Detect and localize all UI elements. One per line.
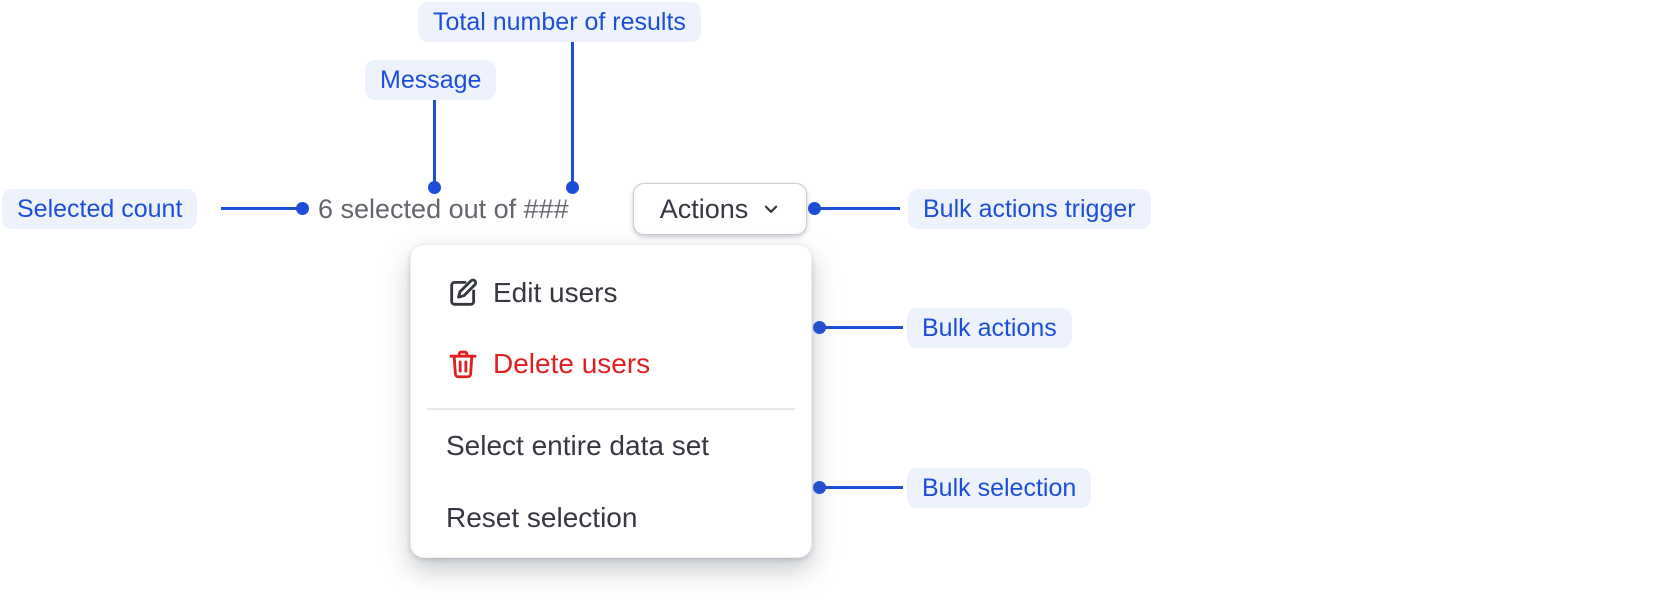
annotation-message: Message [365, 60, 497, 100]
menu-item-reset-selection[interactable]: Reset selection [411, 495, 811, 541]
menu-divider [427, 408, 795, 410]
selection-message: 6 selected out of ### [318, 194, 569, 224]
connector-dot-selected-count [296, 202, 309, 215]
actions-button-label: Actions [659, 193, 749, 224]
connector-line-bulk-selection [820, 486, 903, 489]
connector-line-total-results [571, 42, 574, 182]
chevron-down-icon [762, 200, 780, 218]
connector-dot-total-results [566, 181, 579, 194]
bulk-actions-menu: Edit users Delete users Select entire da… [410, 244, 812, 558]
connector-dot-message [428, 181, 441, 194]
annotation-bulk-actions: Bulk actions [907, 308, 1072, 348]
connector-dot-bulk-actions [813, 321, 826, 334]
trash-icon [446, 347, 480, 381]
connector-line-selected-count [221, 207, 303, 210]
annotation-bulk-actions-trigger: Bulk actions trigger [908, 189, 1151, 229]
menu-item-label: Reset selection [446, 502, 638, 533]
connector-line-message [433, 100, 436, 182]
menu-item-edit-users[interactable]: Edit users [411, 270, 811, 316]
edit-icon [446, 276, 480, 310]
connector-line-bulk-actions-trigger [814, 207, 900, 210]
connector-dot-bulk-selection [813, 481, 826, 494]
connector-dot-bulk-actions-trigger [808, 202, 821, 215]
annotation-bulk-selection: Bulk selection [907, 468, 1092, 508]
menu-item-label: Delete users [493, 348, 651, 379]
menu-item-label: Edit users [493, 277, 618, 308]
actions-button[interactable]: Actions [633, 183, 807, 235]
menu-item-select-entire-data-set[interactable]: Select entire data set [411, 423, 811, 469]
annotation-selected-count: Selected count [2, 189, 198, 229]
menu-item-label: Select entire data set [446, 430, 710, 461]
annotation-total-number-of-results: Total number of results [418, 2, 701, 42]
connector-line-bulk-actions [820, 326, 903, 329]
menu-item-delete-users[interactable]: Delete users [411, 341, 811, 387]
